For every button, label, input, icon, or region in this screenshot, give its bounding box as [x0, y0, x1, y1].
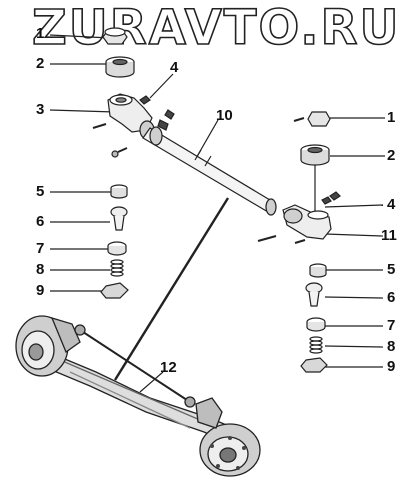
callout-label: 1 [36, 25, 45, 42]
left-parts [92, 27, 155, 299]
callout-label: 12 [160, 359, 177, 376]
watermark-text: ZURAVTO.RU [31, 0, 401, 57]
front-axle-assembly [15, 315, 261, 477]
callout-label: 5 [387, 261, 396, 278]
callout-label: 9 [36, 282, 45, 299]
callout-label: 9 [387, 358, 396, 375]
callout-label: 4 [170, 59, 179, 76]
callout-label: 2 [387, 147, 396, 164]
callout-label: 4 [387, 196, 396, 213]
callout-label: 1 [387, 109, 396, 126]
callout-label: 6 [387, 289, 396, 306]
callout-label: 8 [387, 338, 396, 355]
callout-label: 7 [387, 317, 396, 334]
callout-label: 6 [36, 213, 45, 230]
callout-label: 10 [216, 107, 233, 124]
tie-rod [142, 109, 277, 216]
callout-label: 3 [36, 101, 45, 118]
callout-label: 2 [36, 55, 45, 72]
callout-label: 5 [36, 183, 45, 200]
callout-label: 7 [36, 240, 45, 257]
right-parts [257, 111, 341, 373]
callout-label: 8 [36, 261, 45, 278]
callout-label: 11 [381, 227, 397, 244]
